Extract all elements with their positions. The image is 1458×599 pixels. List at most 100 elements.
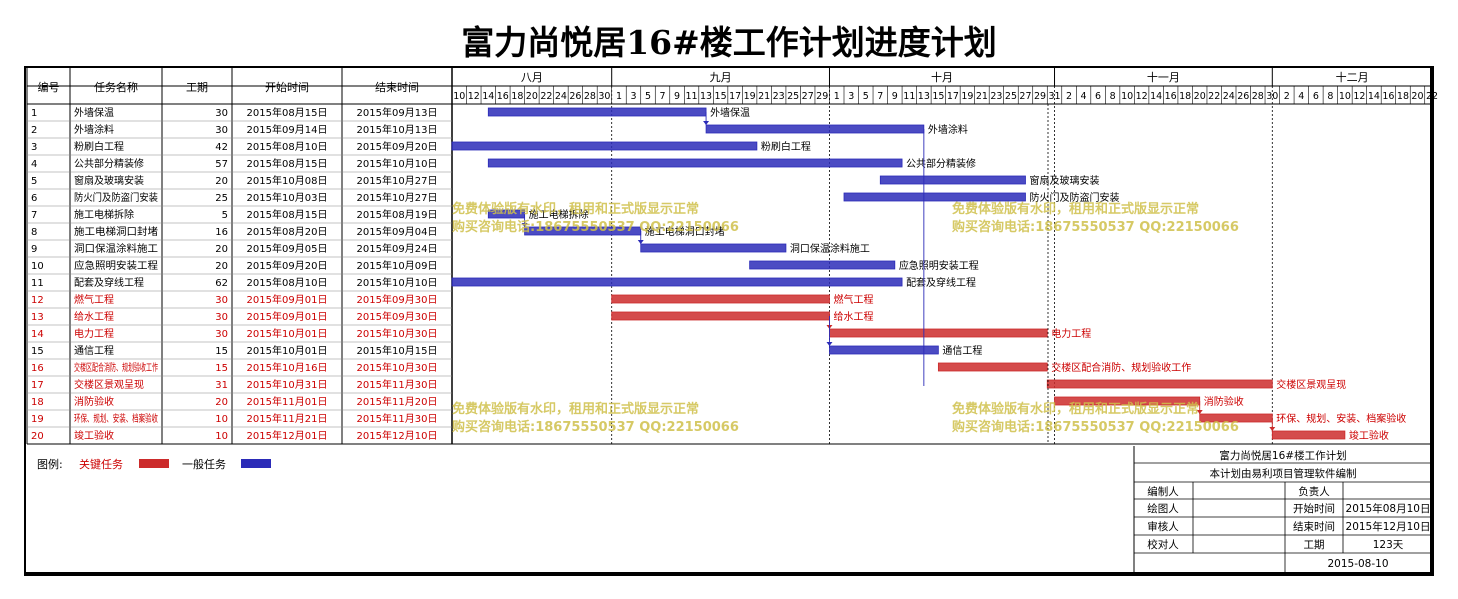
day-label: 20: [526, 91, 538, 102]
day-label: 9: [674, 91, 680, 102]
task-start: 2015年12月01日: [247, 429, 328, 442]
task-name: 外墙保温: [74, 106, 114, 119]
bar-label: 燃气工程: [833, 293, 873, 306]
task-duration: 30: [215, 125, 228, 136]
task-start: 2015年09月01日: [247, 310, 328, 323]
day-label: 3: [630, 91, 636, 102]
day-label: 12: [1353, 91, 1365, 102]
task-duration: 20: [215, 244, 228, 255]
bar-label: 电力工程: [1051, 327, 1091, 340]
info-label: 编制人: [1147, 485, 1179, 498]
day-label: 24: [555, 91, 567, 102]
task-end: 2015年09月04日: [357, 225, 438, 238]
task-id: 13: [31, 312, 44, 323]
gantt-bar: [1046, 379, 1273, 389]
task-end: 2015年10月09日: [357, 259, 438, 272]
gantt-bar: [611, 294, 830, 304]
gantt-bar: [451, 141, 758, 151]
watermark-line-2: 购买咨询电话:18675550537 QQ:22150066: [952, 219, 1239, 235]
dependency-arrow: [703, 121, 710, 125]
task-name: 窗扇及玻璃安装: [74, 174, 144, 187]
dependency-arrow: [826, 342, 833, 346]
day-label: 16: [1165, 91, 1177, 102]
day-label: 7: [877, 91, 883, 102]
day-label: 14: [1150, 91, 1162, 102]
day-label: 29: [1034, 91, 1046, 102]
bar-label: 窗扇及玻璃安装: [1029, 174, 1099, 187]
bar-label: 竣工验收: [1349, 429, 1389, 442]
gantt-bar: [937, 362, 1048, 372]
bar-label: 外墙保温: [710, 106, 750, 119]
day-label: 11: [903, 91, 915, 102]
task-duration: 15: [215, 346, 228, 357]
task-duration: 30: [215, 312, 228, 323]
bar-label: 交楼区景观呈现: [1276, 378, 1346, 391]
day-label: 2: [1066, 91, 1072, 102]
task-end: 2015年11月30日: [357, 412, 438, 425]
task-name: 公共部分精装修: [74, 157, 144, 170]
day-label: 17: [947, 91, 959, 102]
day-label: 30: [1266, 91, 1278, 102]
bar-label: 通信工程: [942, 345, 982, 357]
gantt-bar: [1271, 430, 1346, 440]
task-name: 外墙涂料: [74, 123, 114, 136]
task-duration: 5: [222, 210, 228, 221]
task-duration: 20: [215, 176, 228, 187]
info-label: 工期: [1304, 539, 1325, 551]
task-name: 交楼区景观呈现: [74, 378, 144, 391]
day-label: 25: [1005, 91, 1017, 102]
task-start: 2015年08月10日: [247, 276, 328, 289]
day-label: 10: [1339, 91, 1351, 102]
dependency-arrow: [1269, 427, 1276, 431]
info-label: 负责人: [1298, 485, 1330, 498]
info-software: 本计划由易利项目管理软件编制: [1210, 467, 1357, 480]
task-duration: 42: [215, 142, 228, 153]
day-label: 29: [816, 91, 828, 102]
task-duration: 15: [215, 363, 228, 374]
day-label: 31: [1048, 91, 1060, 102]
month-label: 十一月: [1147, 70, 1180, 84]
day-label: 12: [1136, 91, 1148, 102]
task-duration: 25: [215, 193, 228, 204]
info-value: 2015年12月10日: [1346, 520, 1431, 533]
task-id: 20: [31, 431, 44, 442]
task-id: 12: [31, 295, 44, 306]
day-label: 1: [834, 91, 840, 102]
task-start: 2015年10月01日: [247, 327, 328, 340]
task-start: 2015年11月01日: [247, 395, 328, 408]
bar-label: 洞口保温涂料施工: [790, 242, 870, 255]
task-name: 施工电梯拆除: [74, 208, 134, 221]
day-label: 6: [1095, 91, 1101, 102]
bar-label: 粉刷白工程: [761, 140, 811, 153]
day-label: 22: [540, 91, 552, 102]
bar-label: 应急照明安装工程: [899, 259, 979, 272]
day-label: 8: [1110, 91, 1116, 102]
task-name: 环保、规划、安装、档案验收: [74, 412, 158, 425]
column-header: 编号: [38, 80, 60, 94]
gantt-bar: [451, 277, 903, 287]
task-id: 10: [31, 261, 44, 272]
task-id: 17: [31, 380, 44, 391]
day-label: 14: [1368, 91, 1380, 102]
day-label: 18: [1179, 91, 1191, 102]
day-label: 12: [468, 91, 480, 102]
day-label: 28: [584, 91, 596, 102]
chart-frame: [24, 66, 1434, 576]
day-label: 7: [659, 91, 665, 102]
task-start: 2015年10月08日: [247, 174, 328, 187]
day-label: 10: [1121, 91, 1133, 102]
task-name: 通信工程: [74, 345, 114, 357]
day-label: 14: [482, 91, 494, 102]
legend-critical-label: 关键任务: [79, 457, 123, 471]
task-end: 2015年09月30日: [357, 310, 438, 323]
gantt-bar: [879, 175, 1026, 185]
month-label: 十月: [931, 70, 953, 84]
task-id: 2: [31, 125, 37, 136]
dependency-arrow: [1196, 410, 1203, 414]
task-end: 2015年11月30日: [357, 378, 438, 391]
task-start: 2015年09月01日: [247, 293, 328, 306]
watermark-line-1: 免费体验版有水印，租用和正式版显示正常: [952, 201, 1199, 217]
column-header: 开始时间: [265, 80, 309, 94]
task-end: 2015年08月19日: [357, 208, 438, 221]
day-label: 4: [1081, 91, 1087, 102]
